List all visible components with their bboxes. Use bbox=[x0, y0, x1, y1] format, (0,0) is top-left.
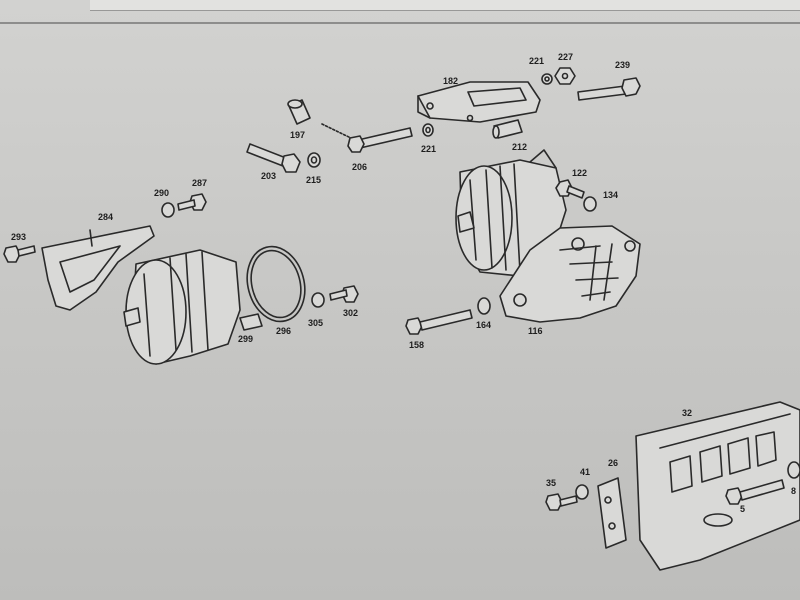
callout-35: 35 bbox=[546, 478, 557, 488]
callout-164: 164 bbox=[476, 320, 492, 330]
part-284-bracket bbox=[41, 225, 155, 311]
part-305-washer bbox=[311, 292, 325, 308]
part-182-bracket bbox=[417, 81, 541, 123]
callout-26: 26 bbox=[608, 458, 619, 468]
callout-8: 8 bbox=[791, 486, 797, 496]
callout-302: 302 bbox=[343, 308, 359, 318]
part-221-washer-top bbox=[541, 73, 553, 85]
part-32-cover bbox=[635, 401, 800, 571]
part-287-bolt bbox=[177, 193, 207, 211]
part-221-washer-mid bbox=[422, 123, 434, 137]
callout-197: 197 bbox=[290, 130, 306, 140]
part-227-nut bbox=[554, 67, 576, 85]
callout-293: 293 bbox=[11, 232, 27, 242]
callout-32: 32 bbox=[682, 408, 693, 418]
callout-296: 296 bbox=[276, 326, 292, 336]
callout-206: 206 bbox=[352, 162, 368, 172]
part-215-washer bbox=[307, 152, 321, 168]
callout-287: 287 bbox=[192, 178, 208, 188]
part-134-washer bbox=[583, 196, 597, 212]
part-122-bolt bbox=[555, 179, 585, 199]
callout-284: 284 bbox=[98, 212, 114, 222]
part-197-spacer bbox=[287, 99, 311, 125]
part-206-bolt bbox=[321, 123, 413, 153]
alternator-left bbox=[123, 249, 241, 365]
part-293-bolt bbox=[3, 245, 36, 263]
part-8-washer bbox=[787, 461, 800, 479]
callout-41: 41 bbox=[580, 467, 591, 477]
part-35-bolt bbox=[545, 493, 578, 511]
callout-299: 299 bbox=[238, 334, 254, 344]
part-164-sleeve bbox=[477, 297, 491, 315]
part-212-sleeve bbox=[492, 119, 523, 139]
callout-215: 215 bbox=[306, 175, 322, 185]
part-302-bolt bbox=[329, 285, 359, 303]
callout-227: 227 bbox=[558, 52, 574, 62]
callout-221-top: 221 bbox=[529, 56, 545, 66]
part-116-mount bbox=[499, 225, 641, 323]
callout-122: 122 bbox=[572, 168, 588, 178]
part-5-bolt bbox=[725, 479, 785, 505]
part-26-bracket bbox=[597, 477, 627, 549]
callout-305: 305 bbox=[308, 318, 324, 328]
callout-221-mid: 221 bbox=[421, 144, 437, 154]
part-41-washer bbox=[575, 484, 589, 500]
page-top-edge bbox=[90, 0, 800, 11]
callout-203: 203 bbox=[261, 171, 277, 181]
callout-182: 182 bbox=[443, 76, 459, 86]
part-239-bolt bbox=[577, 77, 641, 101]
callout-134: 134 bbox=[603, 190, 619, 200]
callout-116: 116 bbox=[528, 326, 543, 336]
callout-239: 239 bbox=[615, 60, 631, 70]
part-296-ring bbox=[246, 245, 306, 323]
part-290-washer bbox=[161, 202, 175, 218]
callout-212: 212 bbox=[512, 142, 528, 152]
callout-290: 290 bbox=[154, 188, 170, 198]
part-158-bolt bbox=[405, 309, 473, 335]
part-299-sleeve bbox=[239, 313, 263, 331]
part-203-bolt bbox=[246, 143, 301, 173]
callout-5: 5 bbox=[740, 504, 746, 514]
callout-158: 158 bbox=[409, 340, 425, 350]
header-rule bbox=[0, 22, 800, 24]
